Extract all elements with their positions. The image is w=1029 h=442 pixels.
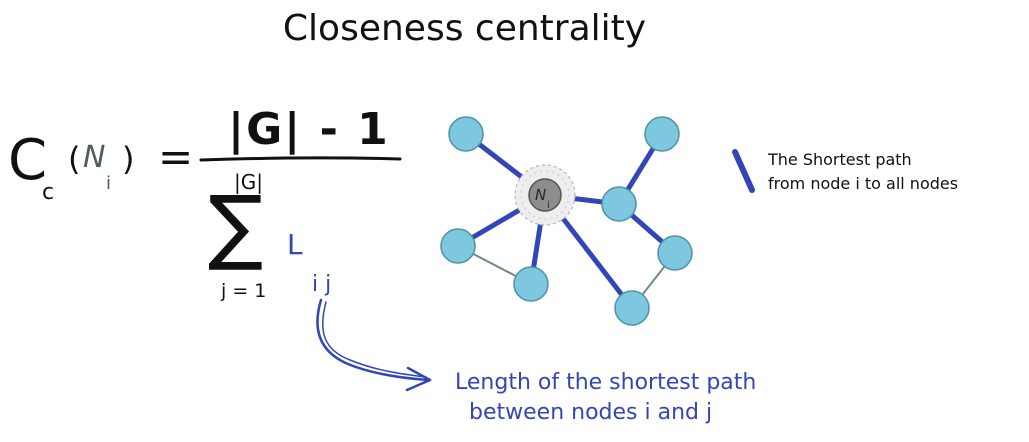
center-node-label-symbol: N <box>535 186 546 204</box>
centrality-symbol: C <box>8 128 48 193</box>
legend-label-line-2: from node i to all nodes <box>768 174 959 193</box>
path-length-subscript: i j <box>312 272 332 297</box>
diagram-title: Closeness centrality <box>282 8 647 49</box>
graph-node <box>644 116 680 152</box>
fraction-bar <box>199 156 402 162</box>
sum-lower-limit: j = 1 <box>221 280 267 302</box>
node-symbol: N <box>83 140 106 175</box>
annotation-arrowhead <box>405 366 432 392</box>
formula-equals-sign: = <box>158 132 194 181</box>
node-subscript: i <box>106 173 112 194</box>
shortest-path-edges <box>455 131 678 311</box>
graph-node <box>513 266 549 302</box>
formula-close-paren: ) <box>122 140 135 178</box>
annotation-line-2: between nodes i and j <box>469 400 713 425</box>
formula-numerator: |G| - 1 <box>228 104 390 155</box>
graph-node <box>601 186 637 222</box>
graph-node <box>657 235 693 271</box>
summation-sign: ∑ <box>208 179 264 274</box>
graph-node <box>440 228 476 264</box>
annotation-arrow-echo <box>322 301 427 378</box>
legend-label-line-1: The Shortest path <box>768 150 912 169</box>
graph-nodes <box>440 116 693 326</box>
centrality-subscript: c <box>42 180 55 205</box>
sum-upper-limit: |G| <box>234 170 263 194</box>
graph-node <box>448 116 484 152</box>
legend-label: The Shortest path from node i to all nod… <box>768 148 958 196</box>
center-node <box>528 178 562 212</box>
annotation-arrow <box>316 298 430 382</box>
formula-open-paren: ( <box>68 140 81 178</box>
legend-shortest-path-stroke <box>732 149 755 193</box>
center-node-label-subscript: i <box>547 200 550 211</box>
graph-node <box>614 290 650 326</box>
annotation-line-1: Length of the shortest path <box>455 370 757 395</box>
path-length-annotation: Length of the shortest path between node… <box>455 368 756 428</box>
path-length-symbol: L <box>287 228 303 261</box>
